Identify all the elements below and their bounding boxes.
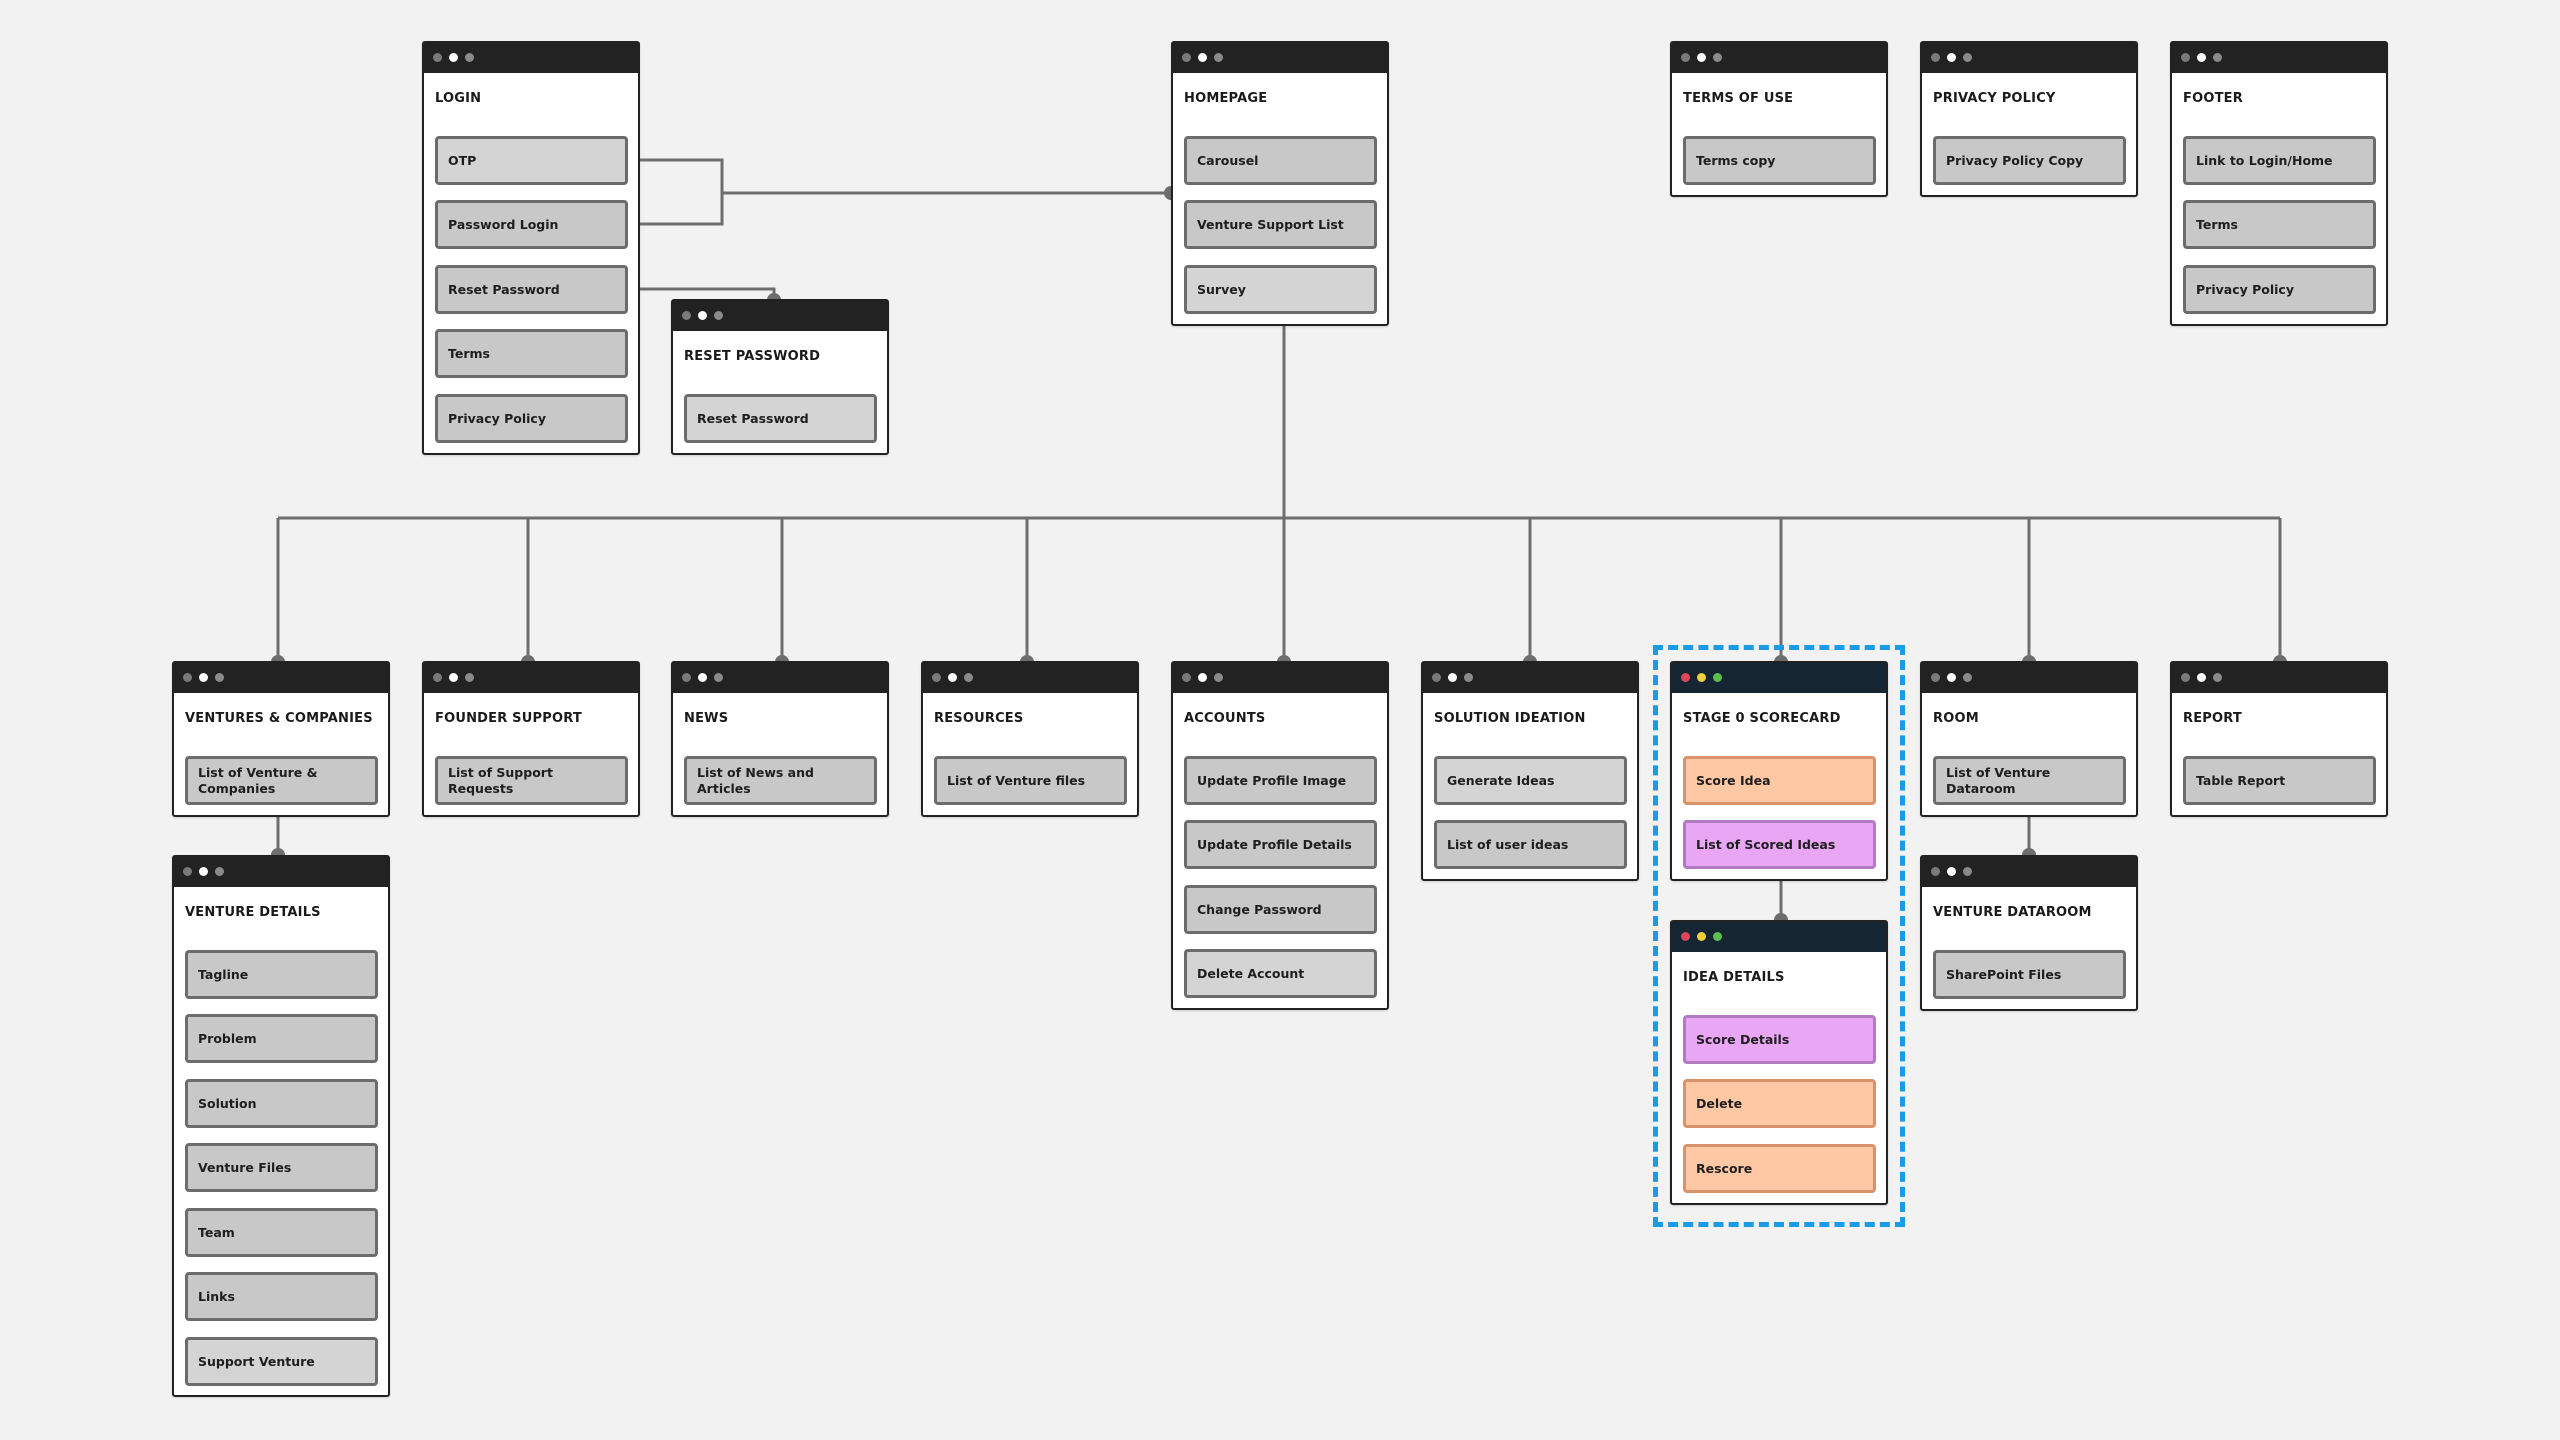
node-support-venture[interactable]: Support Venture bbox=[185, 1337, 378, 1386]
card-title: LOGIN bbox=[435, 91, 482, 106]
node-privacy-policy-link[interactable]: Privacy Policy bbox=[435, 394, 628, 443]
node-update-profile-details[interactable]: Update Profile Details bbox=[1184, 820, 1377, 869]
connector-login-homepage bbox=[638, 158, 1171, 226]
card-footer[interactable]: FOOTER Link to Login/Home Terms Privacy … bbox=[2170, 41, 2388, 326]
card-title: SOLUTION IDEATION bbox=[1434, 711, 1586, 726]
window-bar bbox=[424, 43, 638, 73]
card-accounts[interactable]: ACCOUNTS Update Profile Image Update Pro… bbox=[1171, 661, 1389, 1010]
card-reset-password[interactable]: RESET PASSWORD Reset Password bbox=[671, 299, 889, 455]
card-founder-support[interactable]: FOUNDER SUPPORT List of Support Requests bbox=[422, 661, 640, 817]
card-title: REPORT bbox=[2183, 711, 2242, 726]
node-footer-terms[interactable]: Terms bbox=[2183, 200, 2376, 249]
card-title: VENTURE DATAROOM bbox=[1933, 905, 2092, 920]
card-title: VENTURES & COMPANIES bbox=[185, 711, 373, 726]
node-links[interactable]: Links bbox=[185, 1272, 378, 1321]
node-password-login[interactable]: Password Login bbox=[435, 200, 628, 249]
node-problem[interactable]: Problem bbox=[185, 1014, 378, 1063]
card-title: FOOTER bbox=[2183, 91, 2243, 106]
node-list-news-articles[interactable]: List of News and Articles bbox=[684, 756, 877, 805]
card-title: ACCOUNTS bbox=[1184, 711, 1266, 726]
card-stage0-scorecard[interactable]: STAGE 0 SCORECARD Score Idea List of Sco… bbox=[1670, 661, 1888, 881]
card-title: PRIVACY POLICY bbox=[1933, 91, 2056, 106]
window-bar bbox=[673, 663, 887, 693]
card-homepage[interactable]: HOMEPAGE Carousel Venture Support List S… bbox=[1171, 41, 1389, 326]
window-bar bbox=[174, 663, 388, 693]
window-bar bbox=[1922, 663, 2136, 693]
card-title: VENTURE DETAILS bbox=[185, 905, 321, 920]
card-venture-dataroom[interactable]: VENTURE DATAROOM SharePoint Files bbox=[1920, 855, 2138, 1011]
card-title: TERMS OF USE bbox=[1683, 91, 1794, 106]
node-solution[interactable]: Solution bbox=[185, 1079, 378, 1128]
window-bar bbox=[1672, 43, 1886, 73]
card-ventures-companies[interactable]: VENTURES & COMPANIES List of Venture & C… bbox=[172, 661, 390, 817]
window-bar bbox=[1672, 663, 1886, 693]
card-resources[interactable]: RESOURCES List of Venture files bbox=[921, 661, 1139, 817]
window-bar bbox=[1423, 663, 1637, 693]
window-bar bbox=[1173, 663, 1387, 693]
card-title: IDEA DETAILS bbox=[1683, 970, 1785, 985]
node-terms-copy[interactable]: Terms copy bbox=[1683, 136, 1876, 185]
node-reset-password[interactable]: Reset Password bbox=[684, 394, 877, 443]
node-generate-ideas[interactable]: Generate Ideas bbox=[1434, 756, 1627, 805]
window-bar bbox=[2172, 43, 2386, 73]
window-bar bbox=[923, 663, 1137, 693]
node-score-idea[interactable]: Score Idea bbox=[1683, 756, 1876, 805]
node-sharepoint-files[interactable]: SharePoint Files bbox=[1933, 950, 2126, 999]
node-privacy-policy-copy[interactable]: Privacy Policy Copy bbox=[1933, 136, 2126, 185]
node-footer-privacy-policy[interactable]: Privacy Policy bbox=[2183, 265, 2376, 314]
node-reset-password-link[interactable]: Reset Password bbox=[435, 265, 628, 314]
connector-drops bbox=[276, 518, 2282, 662]
node-list-support-requests[interactable]: List of Support Requests bbox=[435, 756, 628, 805]
card-venture-details[interactable]: VENTURE DETAILS Tagline Problem Solution… bbox=[172, 855, 390, 1397]
window-bar bbox=[174, 857, 388, 887]
node-team[interactable]: Team bbox=[185, 1208, 378, 1257]
card-room[interactable]: ROOM List of Venture Dataroom bbox=[1920, 661, 2138, 817]
node-list-scored-ideas[interactable]: List of Scored Ideas bbox=[1683, 820, 1876, 869]
card-title: RESET PASSWORD bbox=[684, 349, 821, 364]
card-title: RESOURCES bbox=[934, 711, 1024, 726]
window-bar bbox=[1922, 43, 2136, 73]
node-list-venture-files[interactable]: List of Venture files bbox=[934, 756, 1127, 805]
window-bar bbox=[2172, 663, 2386, 693]
node-list-ventures-companies[interactable]: List of Venture & Companies bbox=[185, 756, 378, 805]
card-idea-details[interactable]: IDEA DETAILS Score Details Delete Rescor… bbox=[1670, 920, 1888, 1205]
window-bar bbox=[1173, 43, 1387, 73]
card-title: FOUNDER SUPPORT bbox=[435, 711, 582, 726]
node-change-password[interactable]: Change Password bbox=[1184, 885, 1377, 934]
card-report[interactable]: REPORT Table Report bbox=[2170, 661, 2388, 817]
node-delete[interactable]: Delete bbox=[1683, 1079, 1876, 1128]
node-delete-account[interactable]: Delete Account bbox=[1184, 949, 1377, 998]
window-bar bbox=[424, 663, 638, 693]
card-privacy-policy[interactable]: PRIVACY POLICY Privacy Policy Copy bbox=[1920, 41, 2138, 197]
card-solution-ideation[interactable]: SOLUTION IDEATION Generate Ideas List of… bbox=[1421, 661, 1639, 881]
node-survey[interactable]: Survey bbox=[1184, 265, 1377, 314]
card-terms-of-use[interactable]: TERMS OF USE Terms copy bbox=[1670, 41, 1888, 197]
node-carousel[interactable]: Carousel bbox=[1184, 136, 1377, 185]
node-venture-files[interactable]: Venture Files bbox=[185, 1143, 378, 1192]
node-score-details[interactable]: Score Details bbox=[1683, 1015, 1876, 1064]
card-login[interactable]: LOGIN OTP Password Login Reset Password … bbox=[422, 41, 640, 455]
card-title: NEWS bbox=[684, 711, 729, 726]
node-tagline[interactable]: Tagline bbox=[185, 950, 378, 999]
card-news[interactable]: NEWS List of News and Articles bbox=[671, 661, 889, 817]
node-otp[interactable]: OTP bbox=[435, 136, 628, 185]
node-update-profile-image[interactable]: Update Profile Image bbox=[1184, 756, 1377, 805]
window-bar bbox=[1922, 857, 2136, 887]
window-bar bbox=[1672, 922, 1886, 952]
node-venture-support-list[interactable]: Venture Support List bbox=[1184, 200, 1377, 249]
node-table-report[interactable]: Table Report bbox=[2183, 756, 2376, 805]
node-link-login-home[interactable]: Link to Login/Home bbox=[2183, 136, 2376, 185]
card-title: ROOM bbox=[1933, 711, 1979, 726]
card-title: STAGE 0 SCORECARD bbox=[1683, 711, 1841, 726]
node-rescore[interactable]: Rescore bbox=[1683, 1144, 1876, 1193]
node-list-user-ideas[interactable]: List of user ideas bbox=[1434, 820, 1627, 869]
card-title: HOMEPAGE bbox=[1184, 91, 1268, 106]
node-terms-link[interactable]: Terms bbox=[435, 329, 628, 378]
window-bar bbox=[673, 301, 887, 331]
selection-outline bbox=[1653, 645, 1905, 1227]
node-list-venture-dataroom[interactable]: List of Venture Dataroom bbox=[1933, 756, 2126, 805]
